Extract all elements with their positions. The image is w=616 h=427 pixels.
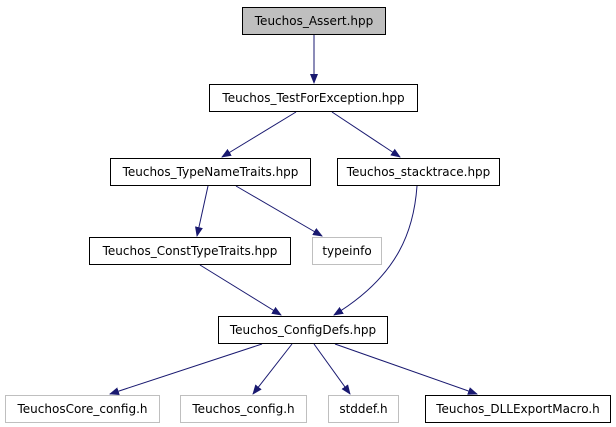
node-config: Teuchos_config.h xyxy=(180,395,307,423)
node-stacktrace[interactable]: Teuchos_stacktrace.hpp xyxy=(337,158,500,186)
edge-testforexception-to-typenametraits xyxy=(221,111,297,158)
node-coreconfig: TeuchosCore_config.h xyxy=(5,395,160,423)
edge-consttypetraits-to-configdefs xyxy=(199,264,282,316)
node-label: Teuchos_TypeNameTraits.hpp xyxy=(122,165,299,179)
node-label: Teuchos_ConstTypeTraits.hpp xyxy=(102,244,278,258)
node-typeinfo: typeinfo xyxy=(312,237,382,265)
node-label: TeuchosCore_config.h xyxy=(17,402,148,416)
node-dllexport[interactable]: Teuchos_DLLExportMacro.h xyxy=(425,395,611,423)
node-label: Teuchos_Assert.hpp xyxy=(254,14,374,28)
edge-configdefs-to-dllexport xyxy=(334,343,478,395)
edge-stacktrace-to-configdefs xyxy=(333,185,418,316)
node-assert: Teuchos_Assert.hpp xyxy=(242,7,386,35)
node-label: stddef.h xyxy=(339,402,388,416)
edge-testforexception-to-stacktrace xyxy=(331,111,401,158)
node-label: Teuchos_ConfigDefs.hpp xyxy=(229,323,377,337)
node-typenametraits[interactable]: Teuchos_TypeNameTraits.hpp xyxy=(110,158,311,186)
node-label: typeinfo xyxy=(322,244,372,258)
node-stddef: stddef.h xyxy=(328,395,399,423)
node-testforexception[interactable]: Teuchos_TestForException.hpp xyxy=(209,84,418,112)
node-label: Teuchos_DLLExportMacro.h xyxy=(436,402,600,416)
edge-typenametraits-to-typeinfo xyxy=(235,185,323,237)
edge-configdefs-to-stddef xyxy=(313,343,351,395)
edge-typenametraits-to-consttypetraits xyxy=(195,185,209,237)
node-consttypetraits[interactable]: Teuchos_ConstTypeTraits.hpp xyxy=(89,237,291,265)
edge-configdefs-to-config xyxy=(252,343,293,395)
edge-configdefs-to-coreconfig xyxy=(109,343,263,395)
node-label: Teuchos_config.h xyxy=(192,402,295,416)
node-label: Teuchos_TestForException.hpp xyxy=(222,91,405,105)
node-label: Teuchos_stacktrace.hpp xyxy=(346,165,491,179)
node-configdefs[interactable]: Teuchos_ConfigDefs.hpp xyxy=(218,316,388,344)
